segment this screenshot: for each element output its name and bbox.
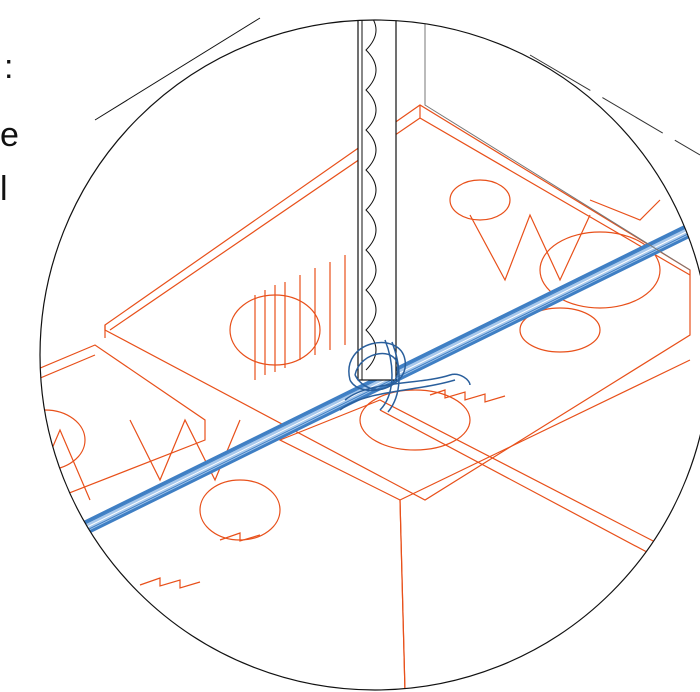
wire-tie	[339, 339, 471, 413]
text-fragment-colon: :	[4, 48, 14, 86]
callout-edge	[94, 17, 261, 121]
magnified-circle	[39, 19, 700, 691]
text-fragment-l: l	[0, 170, 8, 208]
text-fragment-e: e	[0, 116, 19, 154]
horizontal-rebar	[40, 223, 694, 567]
vertical-rebar	[357, 20, 397, 381]
leader-line	[529, 54, 700, 156]
